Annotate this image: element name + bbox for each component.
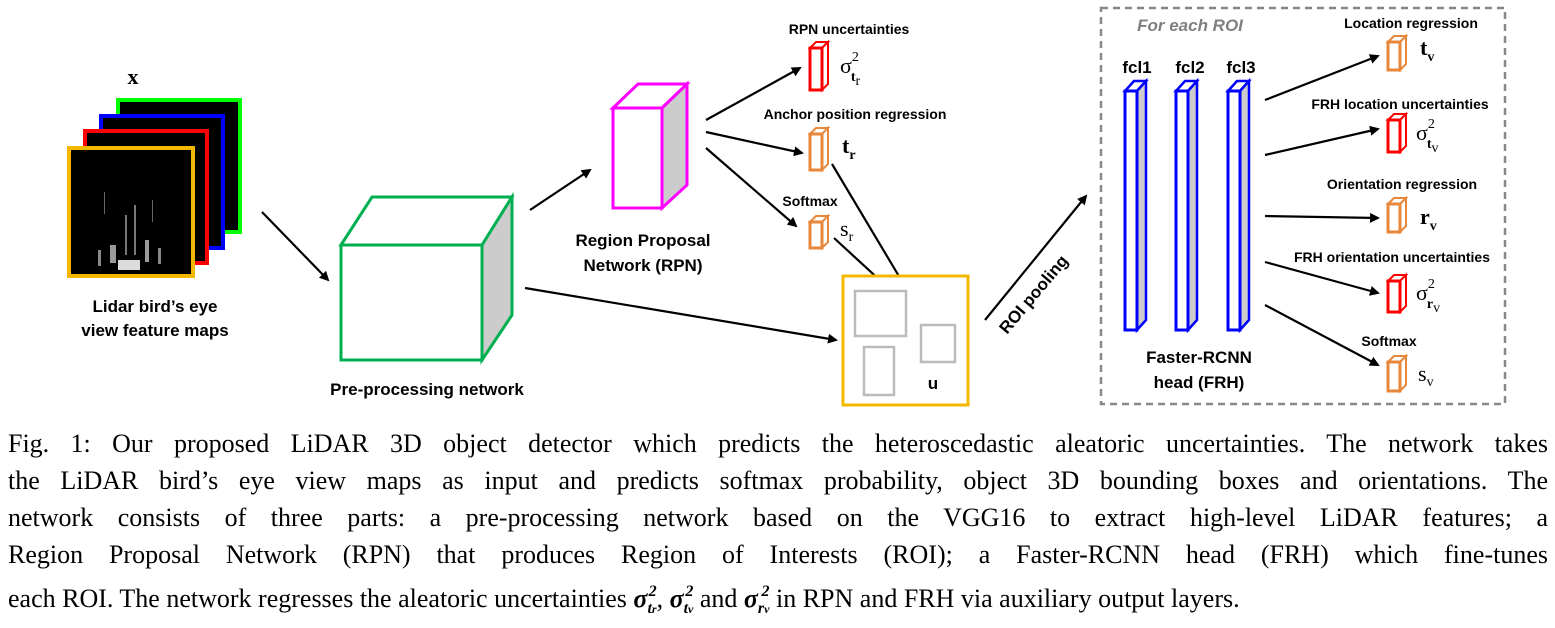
location-regression-symbol: tv [1420,35,1434,65]
frh-location-uncertainties-title: FRH location uncertainties [1311,96,1489,112]
architecture-diagram: x Lidar bird’s eye view feature maps Pre… [67,6,1507,407]
roi-symbol: u [928,374,938,393]
math-sigma-tr: σtr2 [633,583,657,617]
frh-orientation-uncertainties-title: FRH orientation uncertainties [1294,249,1490,265]
preprocessing-cube: Pre-processing network [330,191,524,399]
frh-label-line1: Faster-RCNN [1146,348,1252,367]
math-sigma-rv: σrv2 [743,583,770,617]
rpn-label-line2: Network (RPN) [583,256,702,275]
rpn-softmax-title: Softmax [782,193,837,209]
fcl2-layer [1173,77,1200,334]
figure-caption: Fig. 1: Our proposed LiDAR 3D object det… [8,425,1548,628]
caption-line-4: Region Proposal Network (RPN) that produ… [8,540,1548,569]
orientation-regression-block [1385,195,1409,235]
caption-text-a: each ROI. The network regresses the alea… [8,584,627,613]
frh-softmax-title: Softmax [1361,333,1416,349]
rpn-label-line1: Region Proposal [575,231,710,250]
location-regression-block [1385,33,1409,73]
fcl3-layer [1225,77,1252,334]
rpn-box: Region Proposal Network (RPN) [575,80,711,275]
frh-location-uncertainty-block [1385,111,1409,155]
anchor-regression-symbol: tr [842,133,856,163]
rpn-uncertainties-title: RPN uncertainties [789,21,910,37]
caption-line-5: each ROI. The network regresses the alea… [8,583,1240,617]
anchor-regression-block [807,125,831,173]
input-feature-maps: x Lidar bird’s eye view feature maps [67,64,242,340]
orientation-regression-symbol: rv [1420,204,1437,234]
anchor-regression-title: Anchor position regression [764,106,947,122]
rpn-softmax-block [807,213,831,251]
input-label-line1: Lidar bird’s eye [92,297,217,316]
rpn-softmax-symbol: sr [840,216,854,245]
preprocessing-label: Pre-processing network [330,380,524,399]
orientation-regression-title: Orientation regression [1327,176,1477,192]
input-label-line2: view feature maps [81,321,228,340]
caption-line-3: network consists of three parts: a pre-p… [8,503,1548,532]
caption-text-b: and [699,584,738,613]
fcl2-label: fcl2 [1175,58,1204,77]
frh-region: For each ROI fcl1 fcl2 fcl3 Faster-RCNN … [1099,6,1507,406]
caption-text-c: in RPN and FRH via auxiliary output laye… [775,584,1240,613]
math-sigma-tv: σtv2 [669,583,694,617]
roi-feature-map: u ROI pooling [841,251,1072,407]
caption-line-1: Fig. 1: Our proposed LiDAR 3D object det… [8,429,1548,458]
frh-label-line2: head (FRH) [1154,373,1245,392]
fcl1-layer [1122,77,1149,334]
frh-softmax-block [1385,353,1409,394]
input-symbol: x [128,64,139,89]
location-regression-title: Location regression [1344,15,1478,31]
for-each-roi-label: For each ROI [1137,16,1244,35]
fcl1-label: fcl1 [1122,58,1151,77]
frh-softmax-symbol: sv [1418,361,1434,390]
lidar-points [98,192,161,270]
frh-orientation-uncertainty-block [1385,272,1409,315]
fcl3-label: fcl3 [1226,58,1255,77]
rpn-uncertainty-block [807,39,831,93]
caption-line-2: the LiDAR bird’s eye view maps as input … [8,466,1548,495]
